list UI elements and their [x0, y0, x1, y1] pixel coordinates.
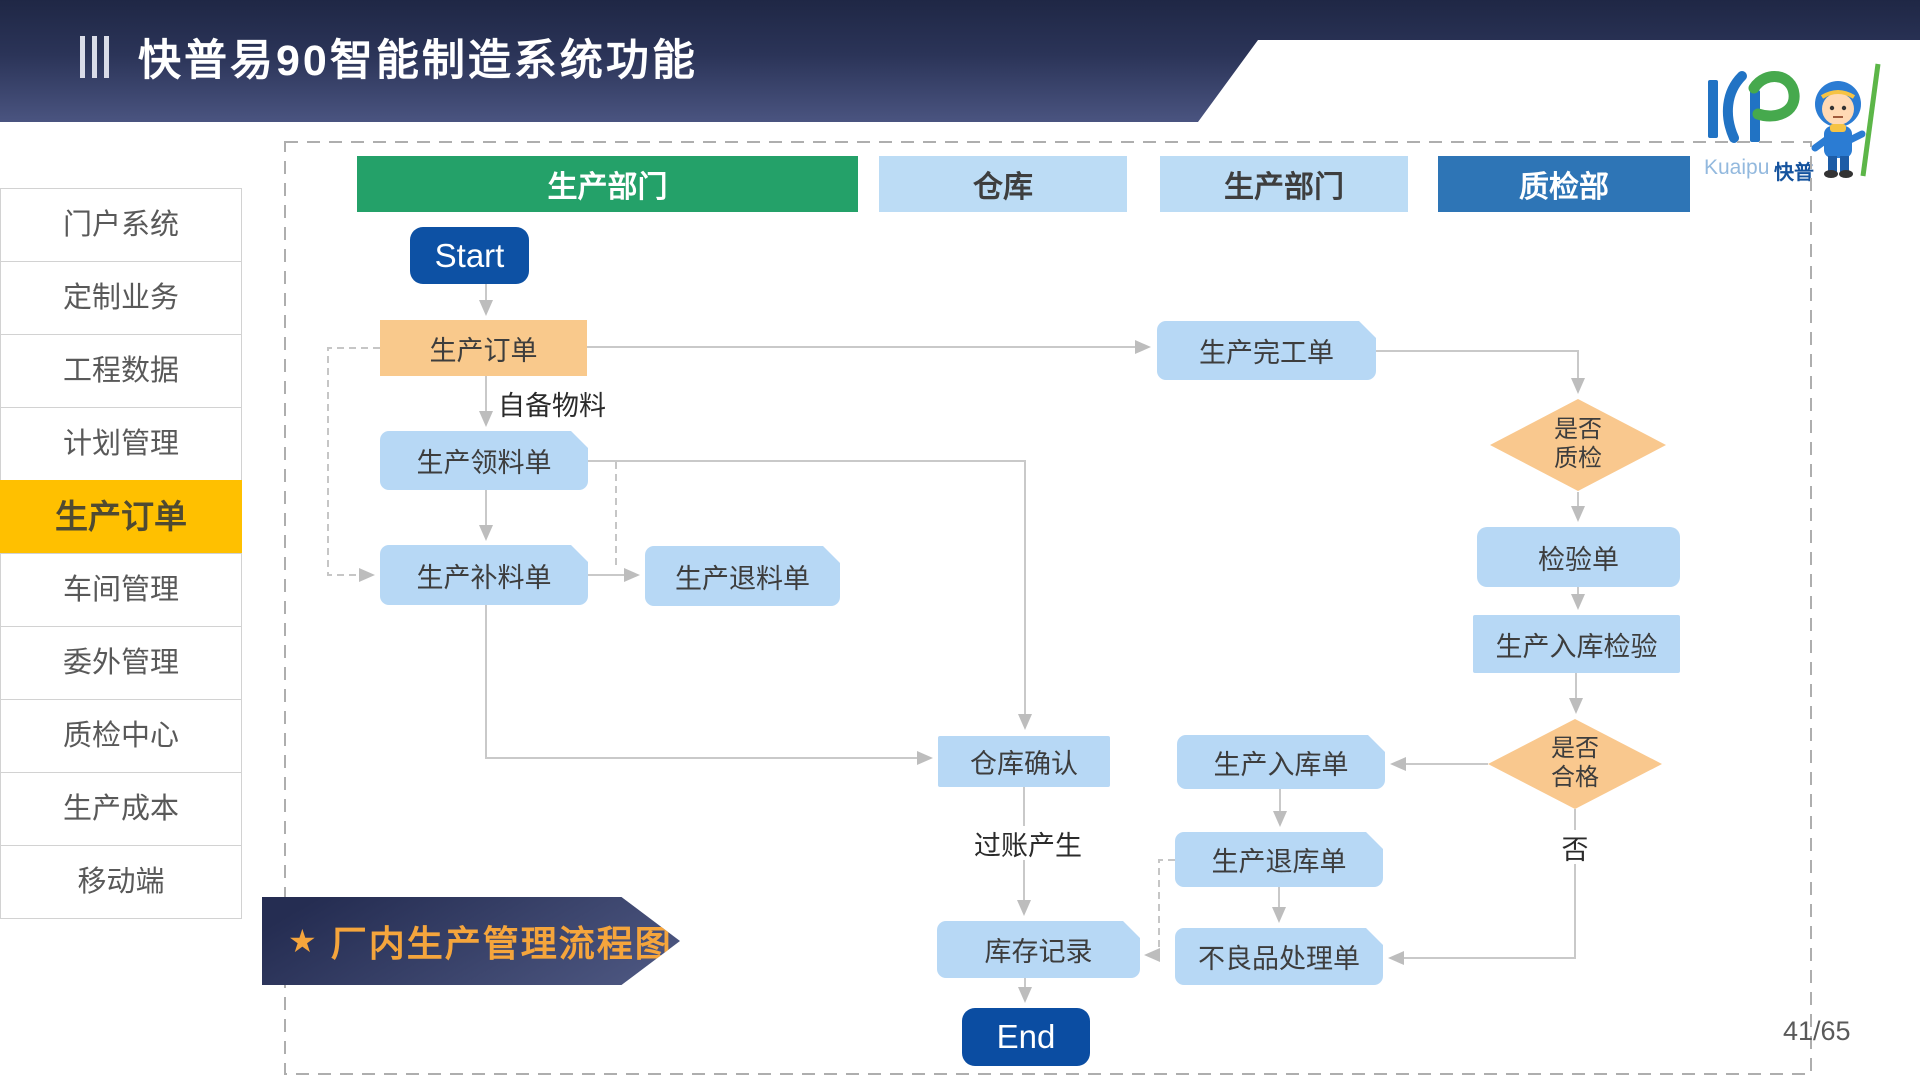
star-icon: ★ — [288, 923, 317, 959]
pass-decision-label: 是否合格 — [1551, 735, 1599, 791]
node-qc-decision: 是否质检 — [1490, 399, 1666, 491]
logo-brand-latin: Kuaipu — [1704, 156, 1770, 179]
sidebar-item-engineering-data[interactable]: 工程数据 — [0, 334, 242, 408]
node-stock-in: 生产入库单 — [1177, 735, 1385, 789]
caption-text: 厂内生产管理流程图 — [330, 923, 673, 964]
kuaipu-logo: Kuaipu 快普 — [1700, 56, 1900, 186]
edge-order-supplement-dashed — [327, 347, 380, 582]
sidebar-item-production-cost[interactable]: 生产成本 — [0, 772, 242, 846]
sidebar-item-workshop-management[interactable]: 车间管理 — [0, 553, 242, 627]
node-stock-record: 库存记录 — [937, 921, 1140, 978]
kuaipu-logo-graphic — [1708, 63, 1881, 178]
page-title: 快普易90智能制造系统功能 — [138, 37, 698, 85]
edge-label-no: 否 — [1553, 830, 1597, 865]
sidebar-item-plan-management[interactable]: 计划管理 — [0, 407, 242, 481]
lane-production-dept-2: 生产部门 — [1160, 156, 1408, 212]
lane-production-dept-1: 生产部门 — [357, 156, 858, 212]
node-material-return: 生产退料单 — [645, 546, 840, 606]
edge-stock-return-stock-record-dashed — [1144, 859, 1175, 962]
node-start: Start — [410, 227, 529, 284]
sidebar-menu: 门户系统 定制业务 工程数据 计划管理 生产订单 车间管理 委外管理 质检中心 … — [0, 188, 242, 919]
node-material-supplement: 生产补料单 — [380, 545, 588, 605]
node-stock-return: 生产退库单 — [1175, 832, 1383, 887]
node-pass-decision: 是否合格 — [1488, 719, 1662, 809]
logo-brand-cn: 快普 — [1774, 162, 1814, 184]
sidebar-item-custom-business[interactable]: 定制业务 — [0, 261, 242, 335]
node-warehouse-confirm: 仓库确认 — [938, 736, 1110, 787]
edge-supplement-warehouse-confirm — [485, 605, 933, 765]
lane-qc-dept: 质检部 — [1438, 156, 1690, 212]
sidebar-item-outsourcing-management[interactable]: 委外管理 — [0, 626, 242, 700]
lane-warehouse: 仓库 — [879, 156, 1127, 212]
page-indicator: 41/65 — [1783, 1016, 1851, 1046]
edge-pass-decision-no-defect — [1388, 809, 1576, 965]
edge-finish-qc-decision — [1376, 350, 1585, 394]
edge-label-posting: 过账产生 — [968, 826, 1088, 861]
node-warehouse-inspection: 生产入库检验 — [1473, 615, 1680, 673]
sidebar-item-mobile[interactable]: 移动端 — [0, 845, 242, 919]
caption-banner: ★ 厂内生产管理流程图 — [262, 897, 680, 985]
sidebar-item-portal[interactable]: 门户系统 — [0, 188, 242, 262]
sidebar-item-qc-center[interactable]: 质检中心 — [0, 699, 242, 773]
edge-label-self-material: 自备物料 — [496, 388, 608, 421]
slide-header-banner: 快普易90智能制造系统功能 — [0, 0, 1920, 122]
node-defect-handling: 不良品处理单 — [1175, 928, 1383, 985]
sidebar-item-production-order[interactable]: 生产订单 — [0, 480, 242, 554]
node-production-finish: 生产完工单 — [1157, 321, 1376, 380]
node-inspection-sheet: 检验单 — [1477, 527, 1680, 587]
qc-decision-label: 是否质检 — [1554, 416, 1602, 472]
node-end: End — [962, 1008, 1090, 1066]
header-bars-icon — [80, 36, 109, 78]
node-material-pick: 生产领料单 — [380, 431, 588, 490]
node-production-order: 生产订单 — [380, 320, 587, 376]
